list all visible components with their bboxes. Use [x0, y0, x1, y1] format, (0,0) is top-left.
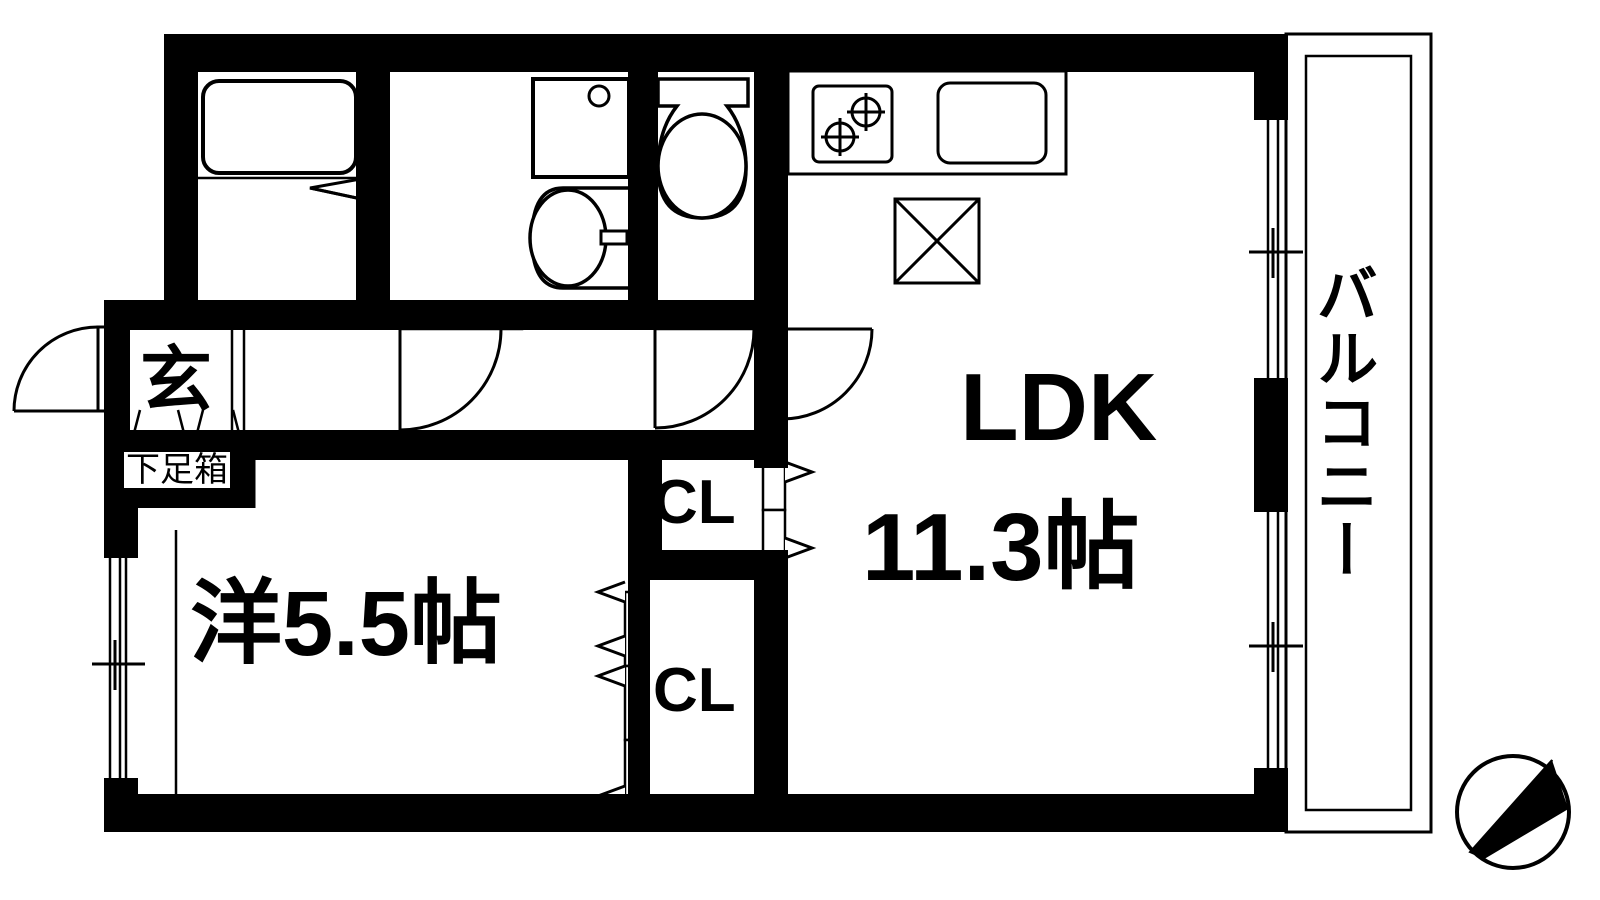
bathtub-fixture [201, 79, 358, 175]
mirror-cabinet-fixture [531, 77, 631, 179]
bedroom-window [92, 530, 178, 818]
kitchen-counter [786, 69, 1068, 176]
ldk-room-label: LDK [960, 354, 1158, 461]
refrigerator-space-icon [893, 197, 981, 285]
closet-upper-label: CL [653, 468, 736, 537]
kitchen-sink-icon [936, 81, 1048, 165]
balcony-sliding-door-lower[interactable] [1249, 512, 1303, 768]
north-arrow-icon [1455, 754, 1571, 870]
western-room-area-label: 洋5.5帖 [190, 573, 502, 675]
gas-stove-two-burner-icon [811, 84, 894, 164]
washbasin-fixture [528, 186, 632, 290]
closet-lower-label: CL [653, 656, 736, 725]
ldk-area-label: 11.3帖 [862, 494, 1140, 601]
closet-upper-doors[interactable] [761, 460, 817, 560]
balcony-sliding-door-upper[interactable] [1249, 120, 1303, 378]
toilet-fixture [656, 77, 750, 220]
balcony-label: バルコニー [1306, 262, 1376, 582]
genkan-label: 玄 [140, 341, 213, 421]
shoebox-label: 下足箱 [124, 451, 230, 489]
